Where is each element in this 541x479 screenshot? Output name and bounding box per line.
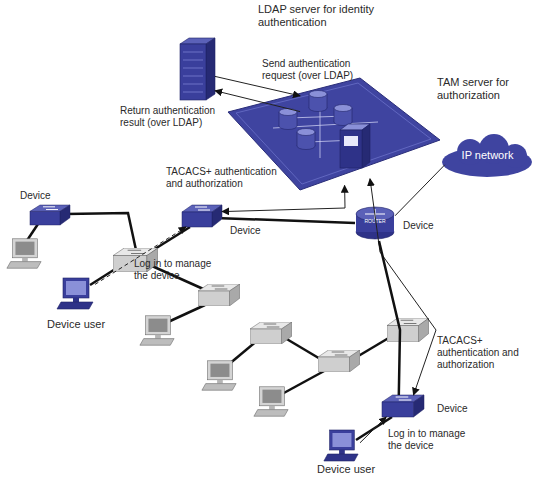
icon-part <box>60 205 70 225</box>
edge-label: Send authentication request (over LDAP) <box>262 58 367 82</box>
icon-part <box>414 395 425 417</box>
node-label: Device <box>230 225 280 237</box>
network-wire <box>282 370 326 394</box>
icon-part <box>309 91 327 98</box>
network-wire <box>168 305 205 322</box>
icon-part <box>332 433 351 447</box>
switch-icon <box>30 205 70 225</box>
edge-label: TACACS+ authentication and authorization <box>166 166 296 190</box>
icon-part <box>396 397 412 400</box>
edge-label: Log in to manage the device <box>388 428 478 452</box>
network-node: Device <box>30 205 70 225</box>
node-label: TAM server for authorization <box>437 76 532 102</box>
switch-icon <box>198 284 240 306</box>
network-node: Device user <box>55 278 95 310</box>
switch-icon <box>182 205 222 227</box>
connector <box>222 186 345 212</box>
node-label: IP network <box>440 149 535 162</box>
icon-part <box>330 430 355 450</box>
icon-part <box>324 454 358 461</box>
network-wire <box>285 338 322 360</box>
network-node: Device <box>182 205 222 227</box>
switch-icon <box>382 395 424 417</box>
icon-part <box>362 124 370 168</box>
icon-part <box>382 402 414 417</box>
pc-icon <box>254 387 288 416</box>
connector <box>222 218 355 223</box>
connector <box>215 91 300 112</box>
network-node: IP network <box>440 134 535 178</box>
icon-part <box>43 207 58 210</box>
network-node: Device user <box>322 430 360 462</box>
network-wire <box>66 213 136 250</box>
server-icon <box>180 38 215 100</box>
pc-icon <box>55 278 95 310</box>
node-label: Device user <box>317 463 397 476</box>
connector <box>360 417 386 443</box>
edge-label: Return authentication result (over LDAP) <box>120 105 230 129</box>
node-label: ROUTER <box>361 219 389 225</box>
icon-part <box>339 450 345 454</box>
network-wire <box>356 417 392 440</box>
node-label: Device <box>403 220 453 232</box>
network-wire <box>355 336 392 358</box>
edge-label: TACACS+ authentication and authorization <box>437 335 541 371</box>
pc-icon <box>202 361 236 390</box>
network-node: LDAP server for identity authentication <box>180 38 215 100</box>
icon-part <box>63 278 89 298</box>
icon-part <box>344 136 358 146</box>
icon-part <box>212 205 222 227</box>
connector <box>370 179 436 395</box>
network-node: Device <box>382 395 424 417</box>
icon-part <box>73 298 79 302</box>
icon-part <box>180 44 206 100</box>
node-label: Device user <box>47 318 127 331</box>
pc-icon <box>322 430 360 462</box>
icon-part <box>297 129 315 136</box>
icon-part <box>57 302 93 309</box>
node-label: Device <box>437 403 487 415</box>
network-wire <box>26 213 392 440</box>
switch-icon <box>250 322 292 344</box>
icon-part <box>340 130 362 168</box>
network-node: DeviceROUTER <box>355 205 395 241</box>
node-label: Device <box>20 190 70 202</box>
connector <box>379 241 400 395</box>
switch-icon <box>387 318 429 342</box>
icon-part <box>279 109 297 116</box>
icon-part <box>30 211 60 225</box>
pc-icon <box>140 316 174 345</box>
icon-part <box>195 207 210 210</box>
pc-icon <box>7 239 41 268</box>
edge-label: Log in to manage the device <box>134 258 224 282</box>
node-label: LDAP server for identity authentication <box>258 3 388 29</box>
icon-part <box>365 209 385 219</box>
icon-part <box>206 38 215 100</box>
icon-part <box>182 212 212 227</box>
connector <box>395 165 445 216</box>
icon-part <box>183 52 203 92</box>
switch-icon <box>318 350 360 372</box>
icon-part <box>66 281 86 295</box>
icon-part <box>334 105 352 112</box>
